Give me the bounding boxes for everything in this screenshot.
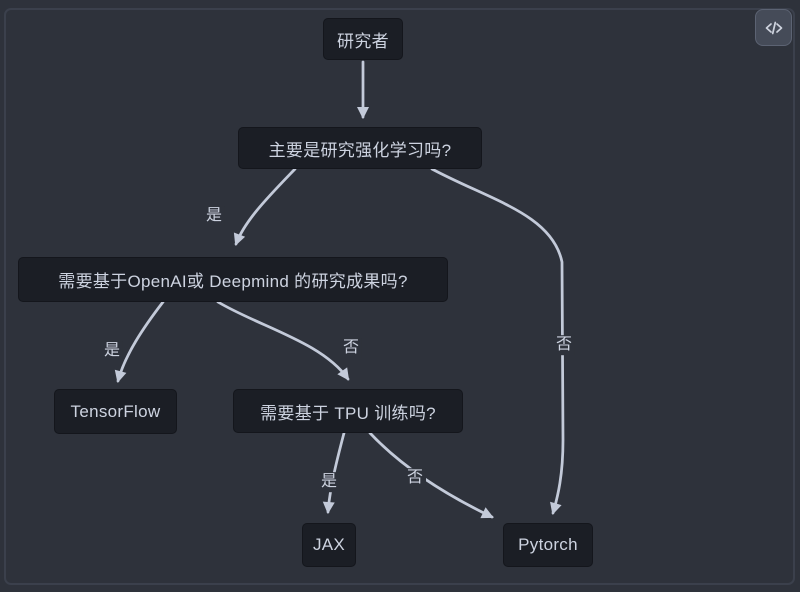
node-researcher: 研究者 (323, 18, 403, 60)
node-jax: JAX (302, 523, 356, 567)
node-question-openai-deepmind: 需要基于OpenAI或 Deepmind 的研究成果吗? (18, 257, 448, 302)
edge-q2-no-to-qtpu (216, 300, 350, 381)
node-pytorch: Pytorch (503, 523, 593, 567)
edge-label-q2-no: 否 (339, 338, 363, 358)
node-question-tpu: 需要基于 TPU 训练吗? (233, 389, 463, 433)
code-angle-brackets-icon (765, 21, 782, 34)
edge-qtpu-yes-to-jax (322, 431, 346, 514)
edge-q2-yes-to-tensorflow (114, 300, 165, 383)
edge-q1-no-to-pytorch (430, 167, 565, 515)
edge-label-q2-yes: 是 (100, 341, 124, 361)
edge-q1-yes-to-q2 (233, 167, 297, 246)
edge-label-q1-no: 否 (552, 335, 576, 355)
node-tensorflow: TensorFlow (54, 389, 177, 434)
edge-label-qtpu-yes: 是 (317, 472, 341, 492)
code-toggle-button[interactable] (755, 9, 792, 46)
edge-label-qtpu-no: 否 (403, 468, 427, 488)
edge-qtpu-no-to-pytorch (368, 431, 494, 519)
node-question-reinforcement-learning: 主要是研究强化学习吗? (238, 127, 482, 169)
edge-label-q1-yes: 是 (202, 206, 226, 226)
